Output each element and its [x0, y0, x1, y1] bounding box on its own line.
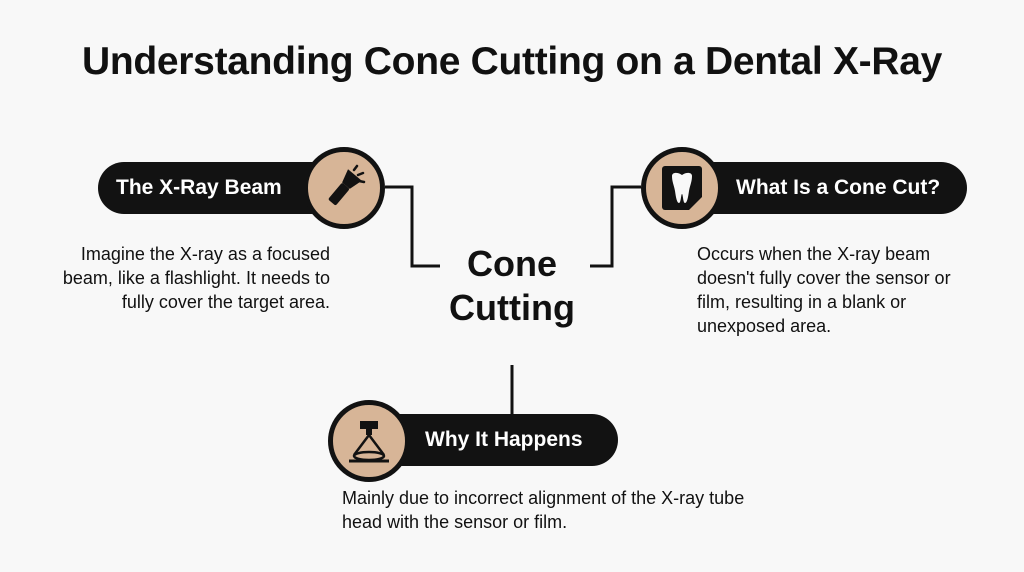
beam-badge	[303, 147, 385, 229]
why-description: Mainly due to incorrect alignment of the…	[342, 488, 745, 532]
cone-cut-badge	[641, 147, 723, 229]
why-label-pill: Why It Happens	[368, 414, 618, 466]
connector-right	[590, 185, 641, 268]
why-badge	[328, 400, 410, 482]
center-topic: Cone Cutting	[432, 242, 592, 330]
beam-description: Imagine the X-ray as a focused beam, lik…	[62, 244, 330, 312]
page-title: Understanding Cone Cutting on a Dental X…	[82, 40, 942, 83]
xray-tube-icon	[349, 421, 389, 463]
cone-cut-label: What Is a Cone Cut?	[736, 176, 941, 199]
beam-label: The X-Ray Beam	[116, 176, 282, 199]
flashlight-icon	[328, 164, 366, 205]
why-label: Why It Happens	[425, 428, 583, 451]
center-topic-line1: Cone	[467, 243, 557, 284]
cone-cut-description: Occurs when the X-ray beam doesn't fully…	[697, 244, 951, 336]
center-topic-line2: Cutting	[449, 287, 575, 328]
tooth-xray-icon	[662, 166, 702, 210]
connector-left	[385, 185, 440, 268]
